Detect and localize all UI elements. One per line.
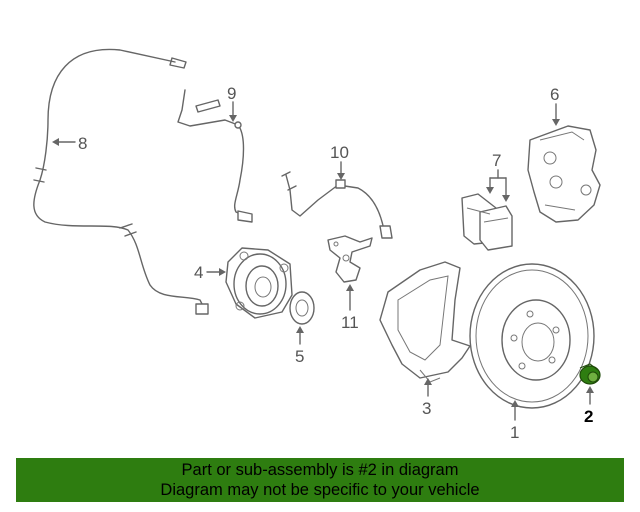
callout-1: 1 xyxy=(510,423,519,442)
part-9-wear-sensor[interactable] xyxy=(177,89,253,223)
banner-line-2: Diagram may not be specific to your vehi… xyxy=(160,481,480,499)
callout-5: 5 xyxy=(295,347,304,366)
part-3-splash-shield[interactable] xyxy=(379,261,471,383)
part-5-nut[interactable] xyxy=(289,291,315,325)
leader-lines xyxy=(52,101,594,421)
callout-7: 7 xyxy=(492,151,501,170)
callout-2: 2 xyxy=(584,407,593,426)
callout-8: 8 xyxy=(78,134,87,153)
part-2-bolt[interactable] xyxy=(579,363,601,385)
callout-9: 9 xyxy=(227,84,236,103)
banner-line-1: Part or sub-assembly is #2 in diagram xyxy=(181,461,459,479)
callout-11: 11 xyxy=(341,313,359,332)
part-11-bracket[interactable] xyxy=(327,235,373,283)
parts-diagram: 8 9 10 11 4 5 3 1 7 6 2 xyxy=(33,48,601,442)
callout-6: 6 xyxy=(550,85,559,104)
callout-numbers: 8 9 10 11 4 5 3 1 7 6 2 xyxy=(78,84,593,442)
part-10-brake-hose[interactable] xyxy=(281,171,393,239)
callout-4: 4 xyxy=(194,263,203,282)
info-banner: Part or sub-assembly is #2 in diagram Di… xyxy=(16,458,624,502)
part-1-brake-rotor[interactable] xyxy=(469,263,595,409)
callout-10: 10 xyxy=(330,143,349,162)
part-4-wheel-hub[interactable] xyxy=(225,247,293,319)
part-6-brake-caliper[interactable] xyxy=(527,125,601,223)
part-8-abs-sensor-wire[interactable] xyxy=(33,48,209,315)
part-7-brake-pads[interactable] xyxy=(461,193,513,251)
callout-3: 3 xyxy=(422,399,431,418)
